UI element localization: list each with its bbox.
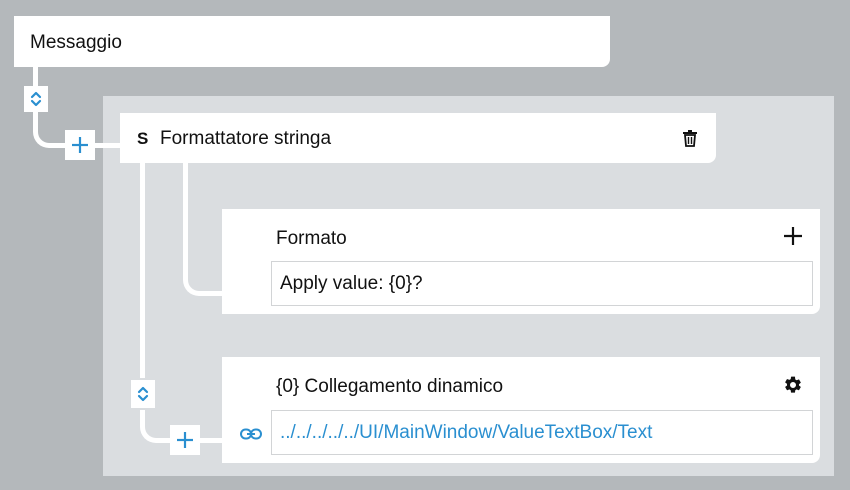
formatter-block-title: Formattatore stringa [160, 128, 332, 149]
binding-settings-button[interactable] [782, 374, 804, 396]
binding-path-input[interactable]: ../../../../../UI/MainWindow/ValueTextBo… [271, 410, 813, 455]
chevron-up-down-icon [137, 386, 149, 402]
connector-message-to-formatter-tail [92, 143, 120, 148]
connector-message-to-formatter [33, 112, 73, 148]
connector-formatter-vertical [140, 162, 145, 378]
connector-binding-tail [199, 438, 224, 443]
connector-message-vertical [33, 67, 38, 89]
message-block[interactable]: Messaggio [14, 16, 610, 67]
expand-collapse-button[interactable] [24, 86, 48, 112]
gear-icon [785, 376, 801, 393]
format-block[interactable]: Formato Apply value: {0}? [222, 209, 820, 314]
chain-link-icon [240, 428, 262, 440]
plus-icon [72, 137, 88, 153]
plus-icon [177, 432, 193, 448]
format-block-title: Formato [276, 228, 347, 249]
dynamic-binding-block[interactable]: {0} Collegamento dinamico ../../../../..… [222, 357, 820, 463]
format-string-input[interactable]: Apply value: {0}? [271, 261, 813, 306]
chevron-up-down-icon [30, 91, 42, 107]
connector-formatter-to-format [183, 162, 224, 296]
connector-formatter-to-binding [140, 410, 176, 443]
dynamic-binding-title: {0} Collegamento dinamico [276, 376, 504, 397]
add-block-button[interactable] [170, 425, 200, 455]
add-format-argument-button[interactable] [781, 224, 805, 248]
trash-icon [683, 130, 697, 147]
formatter-block[interactable]: S Formattatore stringa [120, 113, 716, 163]
formatter-type-badge: S [137, 129, 149, 148]
message-block-title: Messaggio [30, 32, 122, 53]
delete-button[interactable] [680, 128, 700, 148]
expand-collapse-button[interactable] [131, 380, 155, 408]
add-block-button[interactable] [65, 130, 95, 160]
binding-link-button[interactable] [238, 421, 264, 447]
plus-icon [784, 227, 802, 245]
